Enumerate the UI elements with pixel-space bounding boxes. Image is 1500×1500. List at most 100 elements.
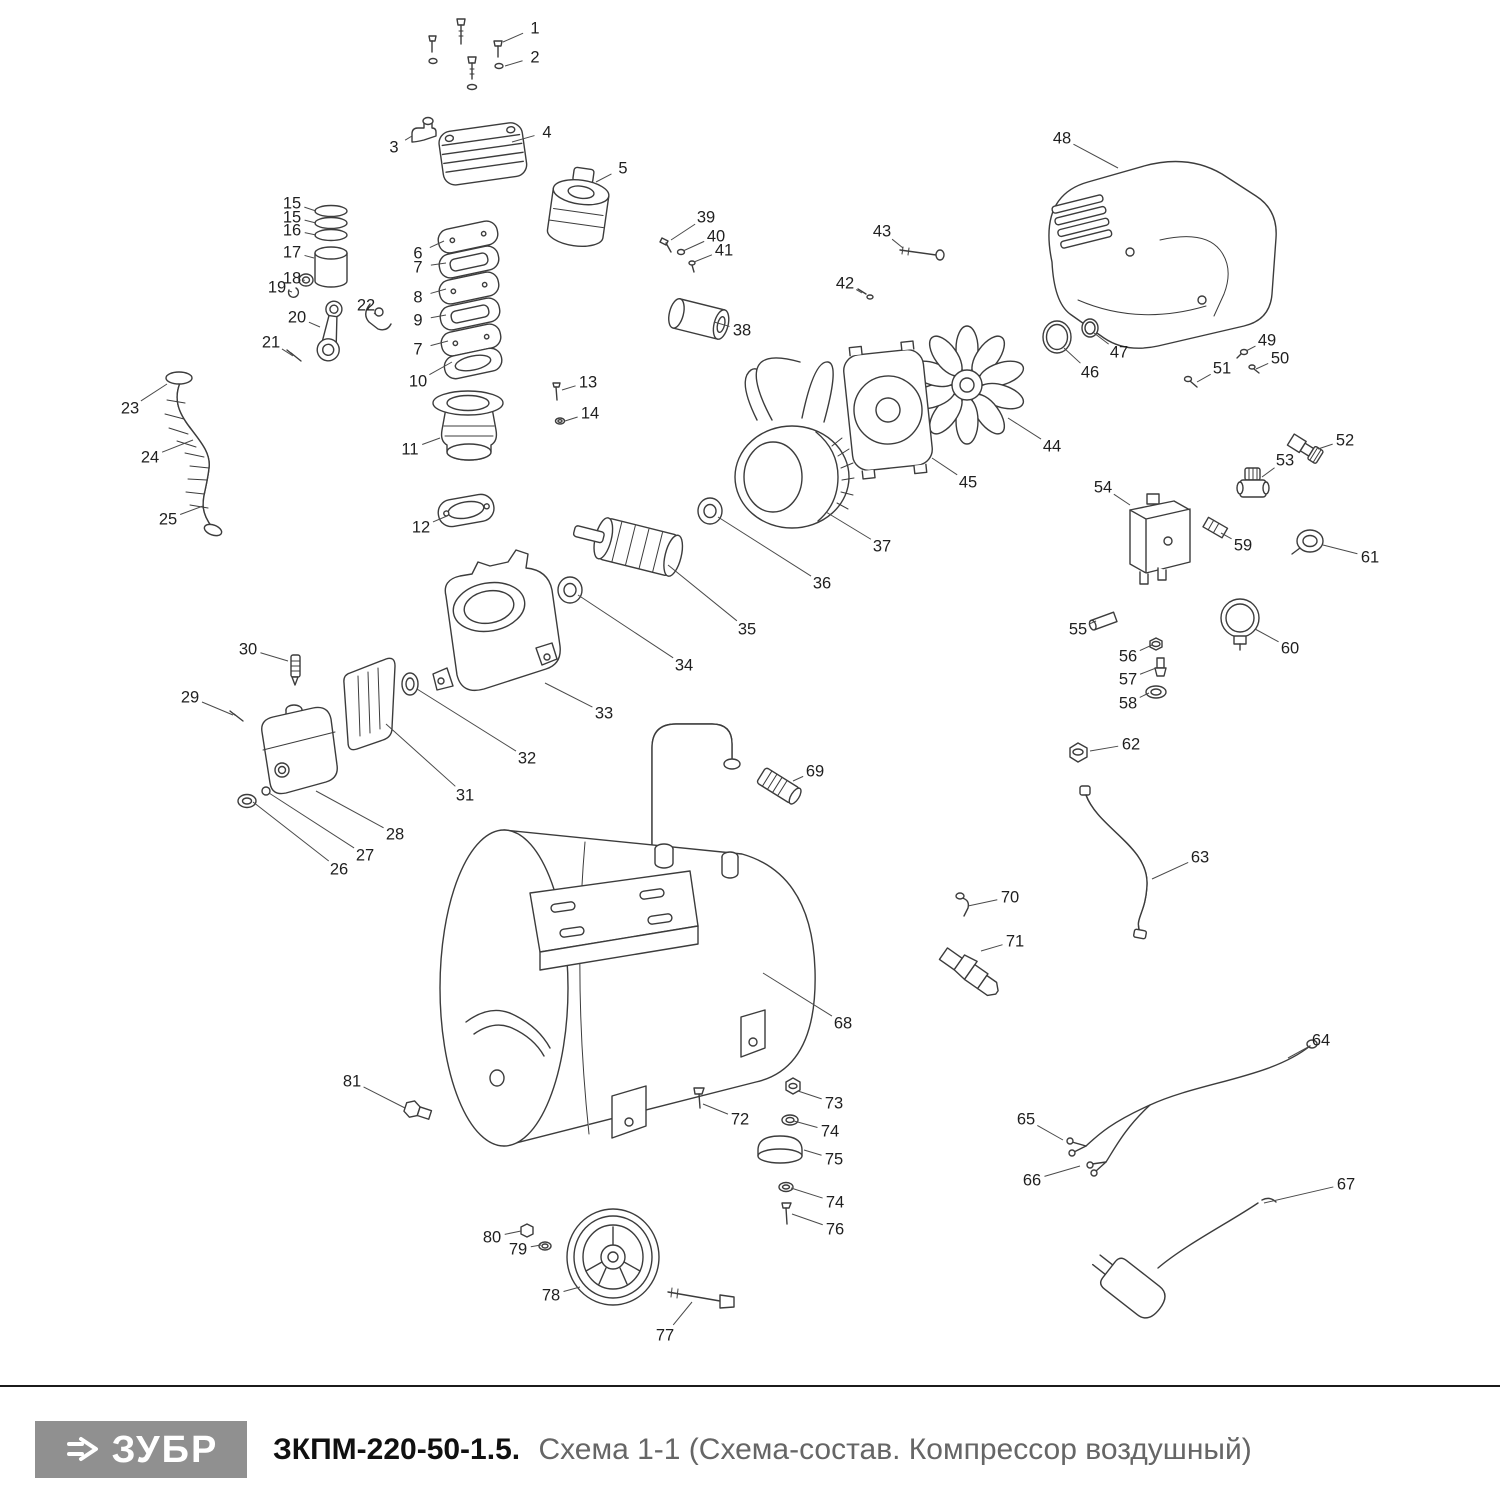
piston-17 (314, 246, 348, 288)
leader-line-4 (511, 135, 535, 143)
leader-line-20 (308, 321, 321, 328)
part-label-66: 66 (1023, 1172, 1041, 1190)
part-label-55: 55 (1069, 621, 1087, 639)
part-label-8: 8 (413, 289, 422, 307)
part-label-19: 19 (268, 279, 286, 297)
leader-line-10 (429, 361, 453, 376)
leader-line-69 (792, 775, 804, 782)
leader-line-27 (268, 792, 355, 849)
part-label-70: 70 (1001, 889, 1019, 907)
leader-line-75 (803, 1149, 822, 1156)
washer-74a (781, 1114, 799, 1126)
leader-line-21 (281, 348, 294, 357)
leader-line-36 (717, 516, 812, 577)
screw-42 (857, 288, 874, 300)
part-label-40: 40 (707, 228, 725, 246)
leader-line-72 (702, 1103, 729, 1115)
fitting-3 (411, 116, 437, 143)
leader-line-13 (561, 385, 576, 391)
part-label-39: 39 (697, 209, 715, 227)
leader-line-15 (304, 219, 317, 224)
leader-line-40 (682, 240, 705, 252)
clip-70 (955, 892, 970, 917)
connecting-rod-20 (316, 300, 343, 362)
part-label-71: 71 (1006, 933, 1024, 951)
leader-line-22 (373, 312, 376, 315)
regulator-53 (1236, 467, 1270, 498)
part-label-41: 41 (715, 242, 733, 260)
leader-line-7 (430, 340, 449, 347)
plug-26-27 (237, 786, 271, 809)
leader-line-52 (1317, 443, 1333, 450)
part-label-5: 5 (618, 160, 627, 178)
part-label-32: 32 (518, 750, 536, 768)
part-label-73: 73 (825, 1095, 843, 1113)
part-label-58: 58 (1119, 695, 1137, 713)
leader-line-64 (1287, 1045, 1310, 1059)
leader-line-9 (430, 314, 447, 319)
leader-line-49 (1245, 345, 1256, 352)
tube-63 (1079, 785, 1148, 940)
part-label-57: 57 (1119, 671, 1137, 689)
circlip-19 (287, 287, 300, 298)
parts-artwork (164, 18, 1324, 1319)
baffle-31 (343, 657, 396, 751)
part-label-45: 45 (959, 474, 977, 492)
part-labels-layer: 1234515151617181967897102022212324251314… (121, 20, 1379, 1345)
part-label-76: 76 (826, 1221, 844, 1239)
leader-line-30 (260, 652, 289, 662)
part-label-11: 11 (401, 441, 418, 459)
drain-plug-81 (403, 1100, 433, 1120)
rubber-foot-75 (757, 1135, 803, 1164)
washer-79 (538, 1241, 552, 1251)
hose-23-25 (164, 371, 223, 537)
part-label-9: 9 (413, 312, 422, 330)
leader-line-26 (252, 801, 330, 862)
wire-64 (1085, 1039, 1318, 1163)
leader-line-74 (793, 1120, 818, 1129)
part-label-7: 7 (413, 259, 422, 277)
leader-line-34 (577, 594, 674, 659)
part-label-30: 30 (239, 641, 257, 659)
part-label-48: 48 (1053, 130, 1071, 148)
part-label-24: 24 (141, 449, 159, 467)
leader-line-3 (404, 135, 413, 141)
screw-30 (290, 654, 301, 686)
leader-line-38 (713, 321, 730, 327)
leader-line-7 (430, 262, 447, 266)
leader-line-15 (304, 206, 317, 212)
leader-line-56 (1139, 644, 1153, 652)
part-label-20: 20 (288, 309, 306, 327)
bearing-36 (697, 497, 723, 525)
leader-line-73 (797, 1090, 822, 1100)
leader-line-19 (289, 290, 293, 293)
leader-line-24 (161, 439, 194, 453)
bearing-34 (557, 576, 583, 604)
leader-line-50 (1255, 362, 1269, 370)
clamp-22 (365, 303, 392, 331)
leader-line-6 (429, 240, 445, 249)
part-label-75: 75 (825, 1151, 843, 1169)
part-label-3: 3 (389, 139, 398, 157)
screws-39-41 (659, 237, 696, 273)
leader-line-11 (422, 437, 441, 445)
part-label-36: 36 (813, 575, 831, 593)
plug-69 (756, 767, 802, 805)
brand-name: ЗУБР (111, 1428, 219, 1471)
leader-line-60 (1254, 628, 1279, 643)
leader-line-39 (670, 223, 696, 241)
part-label-54: 54 (1094, 479, 1112, 497)
wheel-78 (566, 1208, 660, 1306)
leader-line-65 (1037, 1124, 1064, 1141)
part-label-52: 52 (1336, 432, 1354, 450)
leader-line-70 (967, 899, 998, 907)
nut-73 (785, 1077, 801, 1095)
leader-line-33 (544, 682, 593, 708)
gasket-10 (443, 347, 503, 380)
part-label-68: 68 (834, 1015, 852, 1033)
part-label-7: 7 (413, 341, 422, 359)
fitting-55 (1088, 611, 1118, 631)
diagram-caption: ЗКПМ-220-50-1.5. Схема 1-1 (Схема-состав… (273, 1433, 1252, 1467)
part-label-64: 64 (1312, 1032, 1330, 1050)
part-label-61: 61 (1361, 549, 1379, 567)
